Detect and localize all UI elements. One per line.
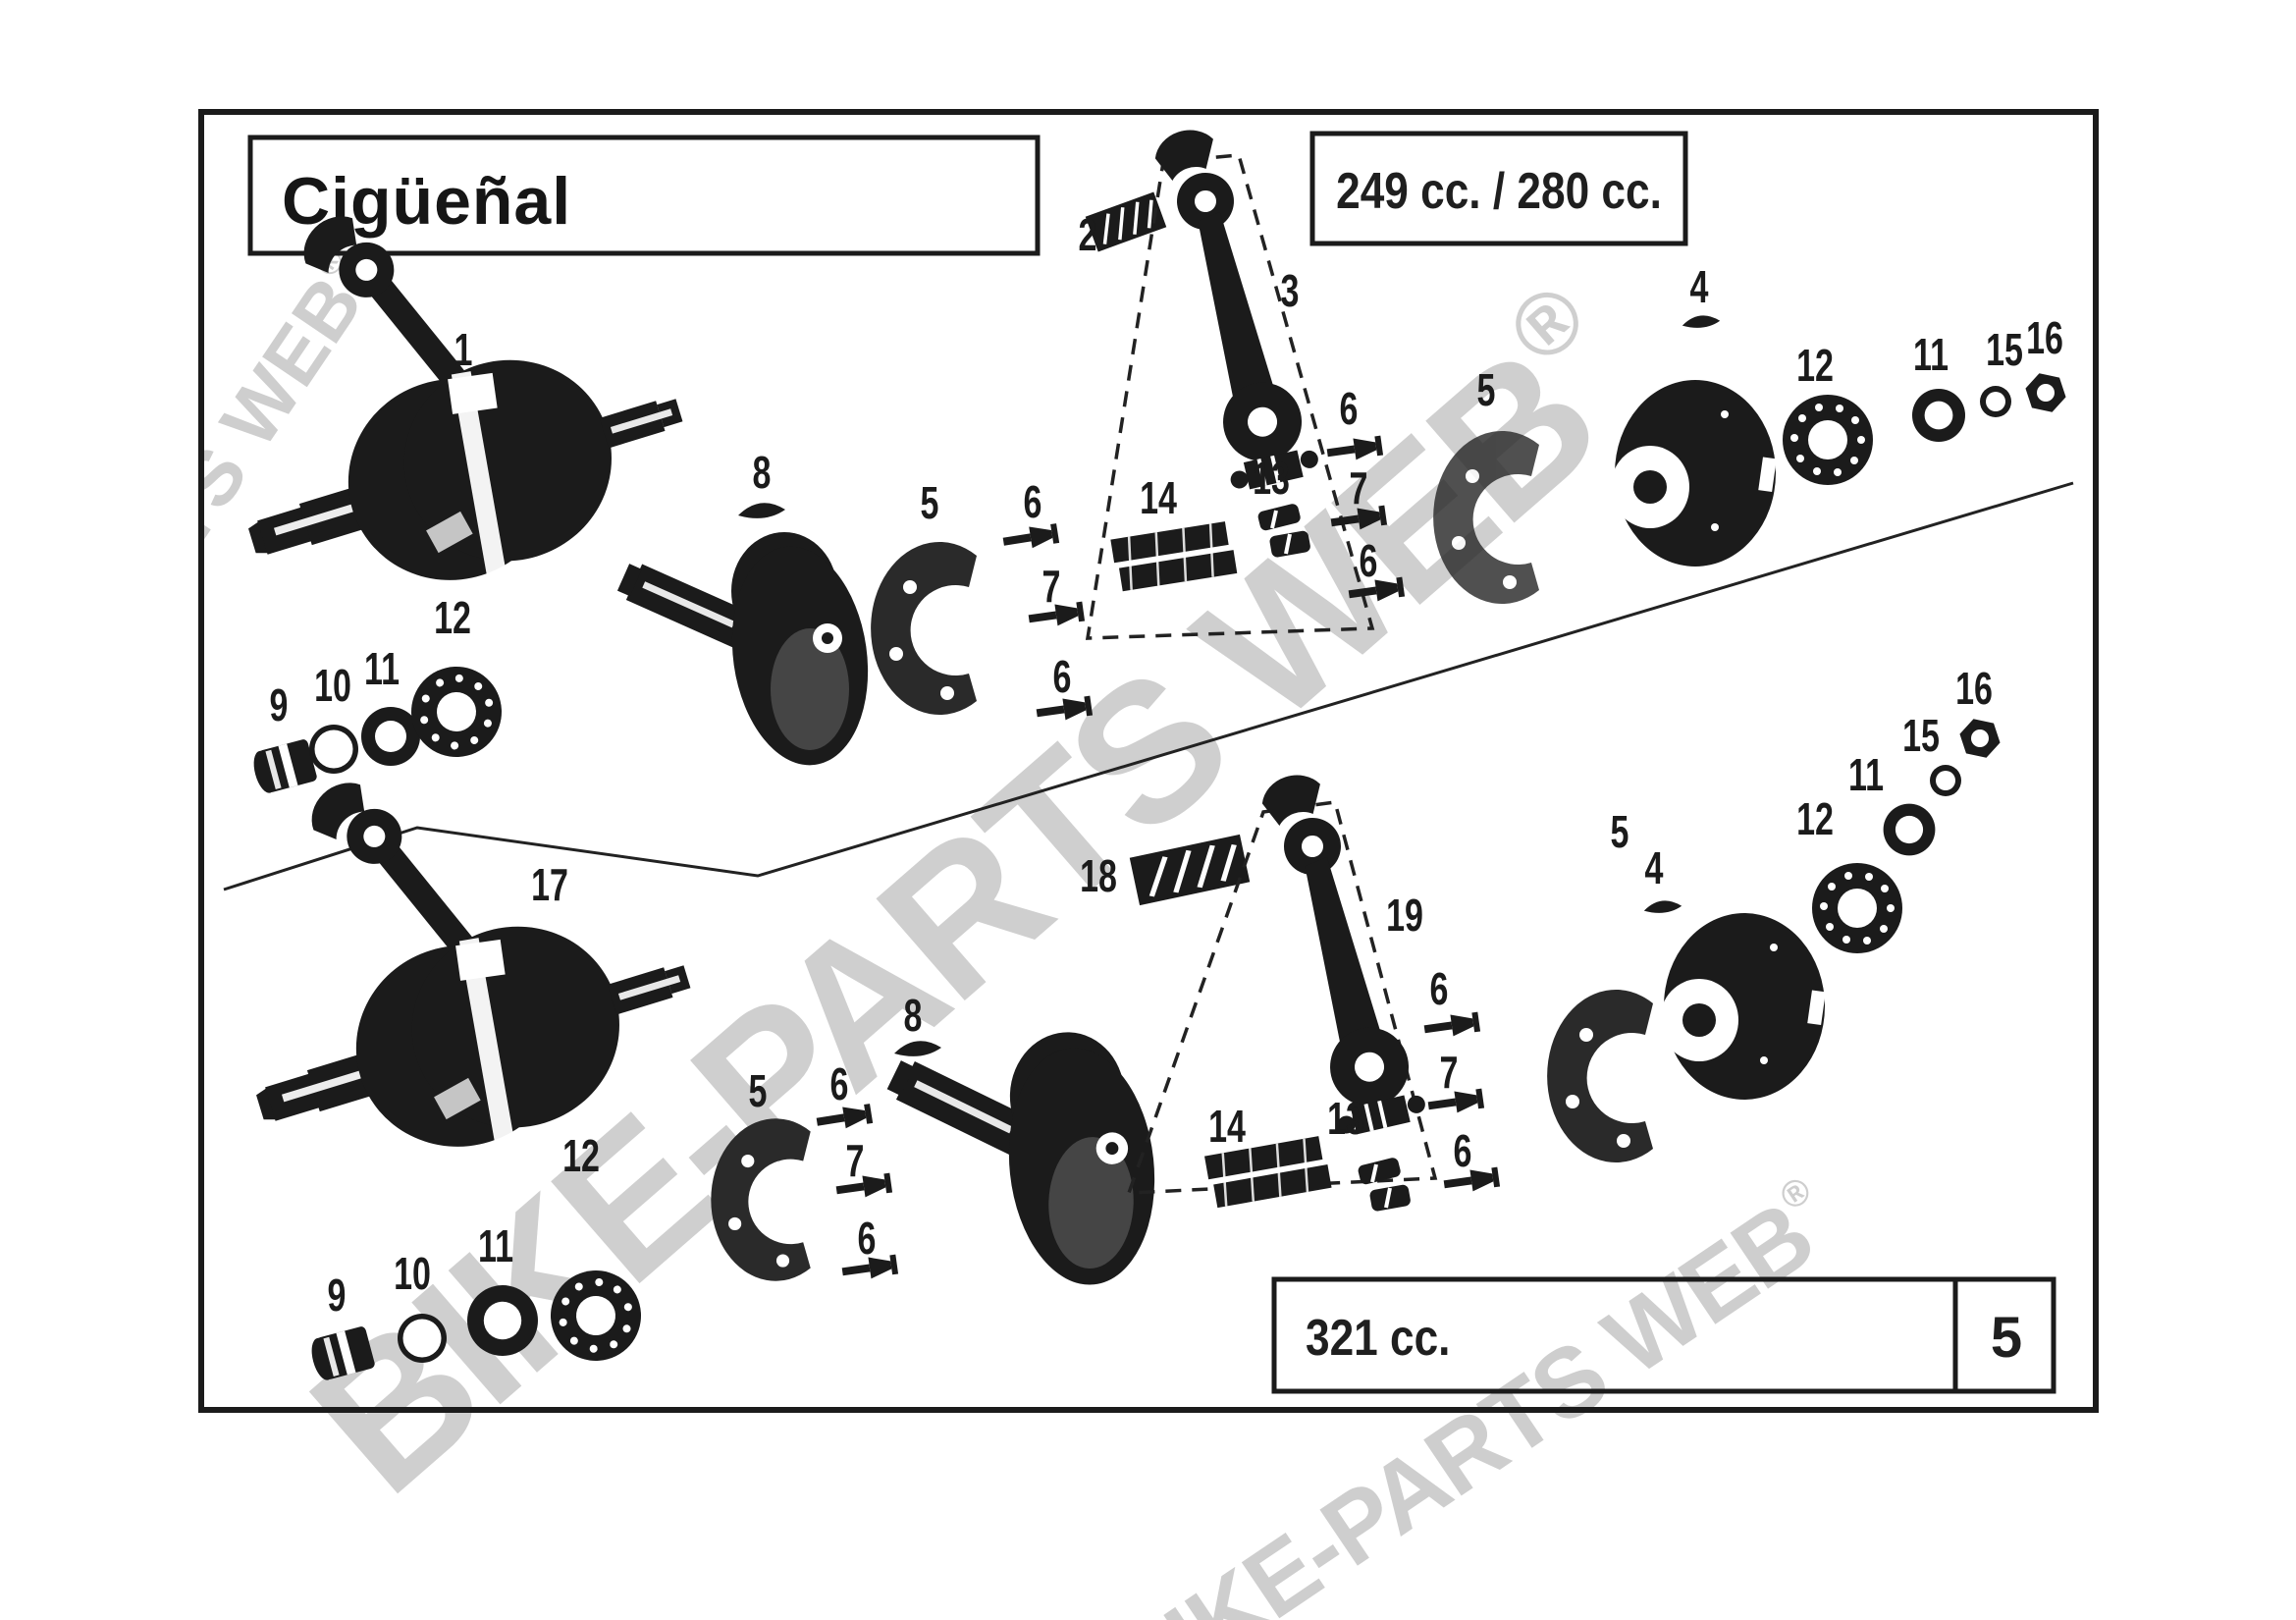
oring-part10 [398, 1314, 447, 1363]
variant-bottom-label: 321 cc. [1306, 1310, 1450, 1367]
shim-plate-part5-right [1547, 990, 1653, 1162]
part-number-label-9: 9 [328, 1269, 347, 1321]
seal-ring-part11 [361, 707, 420, 766]
part-number-label-13: 13 [1327, 1093, 1364, 1144]
part-number-label-2: 2 [1079, 209, 1097, 260]
variant-top-box [1309, 131, 1688, 246]
variant-top-label: 249 cc. / 280 cc. [1336, 163, 1662, 220]
ball-bearing-part12 [399, 654, 514, 770]
part-number-label-4: 4 [1645, 842, 1664, 893]
page-number-box [1952, 1276, 2056, 1394]
part-number-label-9: 9 [270, 679, 289, 730]
part-number-label-6: 6 [1053, 651, 1072, 702]
part-number-label-11: 11 [1913, 329, 1949, 380]
flywheel-half-part4 [1611, 380, 1777, 567]
woodruff-key-part4-marker [1682, 315, 1721, 328]
part-number-label-10: 10 [314, 660, 351, 711]
seal-ring-part11 [1883, 803, 1936, 856]
title-box [247, 135, 1041, 256]
bolt-part6 [1422, 1010, 1481, 1041]
part-number-label-16: 16 [2026, 312, 2063, 363]
hex-nut-part16 [2021, 371, 2070, 414]
woodruff-key-part8 [738, 503, 785, 518]
ball-bearing-part12 [1783, 395, 1873, 485]
part-number-label-11: 11 [1848, 749, 1884, 800]
conrod-kit-outline [1126, 800, 1438, 1195]
page-number: 5 [1991, 1306, 2022, 1370]
conrod-kit-outline [1085, 153, 1375, 640]
flywheel-half-part4 [1660, 913, 1826, 1100]
part-number-label-12: 12 [1796, 793, 1834, 844]
part-number-label-5: 5 [1611, 806, 1629, 857]
part-number-label-4: 4 [1690, 261, 1709, 312]
part-number-label-6: 6 [1360, 535, 1378, 586]
part-number-label-1: 1 [454, 324, 473, 375]
crank-web-half [878, 1025, 1175, 1298]
part-number-label-11: 11 [364, 643, 400, 694]
shim-plate-part5-left [871, 542, 977, 715]
part-number-label-15: 15 [1986, 324, 2023, 375]
part-number-label-13: 13 [1253, 453, 1290, 504]
page-border [198, 109, 2099, 1413]
part-number-label-5: 5 [921, 477, 939, 528]
part-number-label-7: 7 [846, 1135, 865, 1186]
part-number-label-12: 12 [1796, 340, 1834, 391]
part-number-label-6: 6 [858, 1213, 877, 1264]
part-number-label-11: 11 [478, 1220, 513, 1271]
svg-text:BIKE-PARTS WEB®: BIKE-PARTS WEB® [0, 241, 393, 873]
part-number-label-7: 7 [1350, 462, 1368, 513]
ball-bearing-part12 [1812, 863, 1902, 953]
part-number-label-19: 19 [1386, 890, 1423, 941]
part-number-label-16: 16 [1955, 663, 1993, 714]
part-number-label-14: 14 [1208, 1101, 1246, 1152]
part-number-label-6: 6 [830, 1058, 849, 1109]
seal-ring-part11 [1912, 389, 1965, 442]
part-number-label-5: 5 [1477, 364, 1496, 415]
section-divider-line [223, 481, 2074, 891]
watermark-topleft: BIKE-PARTS WEB® [0, 241, 393, 874]
seal-ring-part11 [467, 1285, 538, 1356]
part-number-label-15: 15 [1902, 710, 1940, 761]
part-number-label-8: 8 [753, 447, 772, 498]
part-number-label-12: 12 [562, 1130, 600, 1181]
part-number-label-18: 18 [1080, 850, 1117, 901]
part-number-label-6: 6 [1430, 963, 1449, 1014]
washer-part15 [1930, 765, 1961, 796]
part-number-label-17: 17 [531, 859, 568, 910]
part-number-label-6: 6 [1024, 476, 1042, 527]
part-number-label-6: 6 [1340, 383, 1359, 434]
pin-clip-set-part13 [1355, 1154, 1414, 1215]
part-number-label-10: 10 [394, 1248, 431, 1299]
oring-part10 [309, 725, 358, 774]
connecting-rod-part19 [1255, 760, 1431, 1141]
part-number-label-3: 3 [1281, 265, 1300, 316]
bushing-part9 [249, 738, 318, 796]
part-number-label-8: 8 [904, 990, 923, 1041]
part-number-label-7: 7 [1042, 561, 1061, 612]
part-number-label-14: 14 [1140, 472, 1177, 523]
hex-nut-part16 [1955, 717, 2004, 760]
part-number-label-7: 7 [1440, 1047, 1459, 1098]
part-number-label-12: 12 [434, 592, 471, 643]
part-number-label-5: 5 [749, 1065, 768, 1116]
crank-web-half [614, 532, 881, 775]
washer-part15 [1980, 386, 2011, 417]
part-number-label-6: 6 [1454, 1125, 1472, 1176]
woodruff-key-part4-marker [1643, 900, 1682, 913]
